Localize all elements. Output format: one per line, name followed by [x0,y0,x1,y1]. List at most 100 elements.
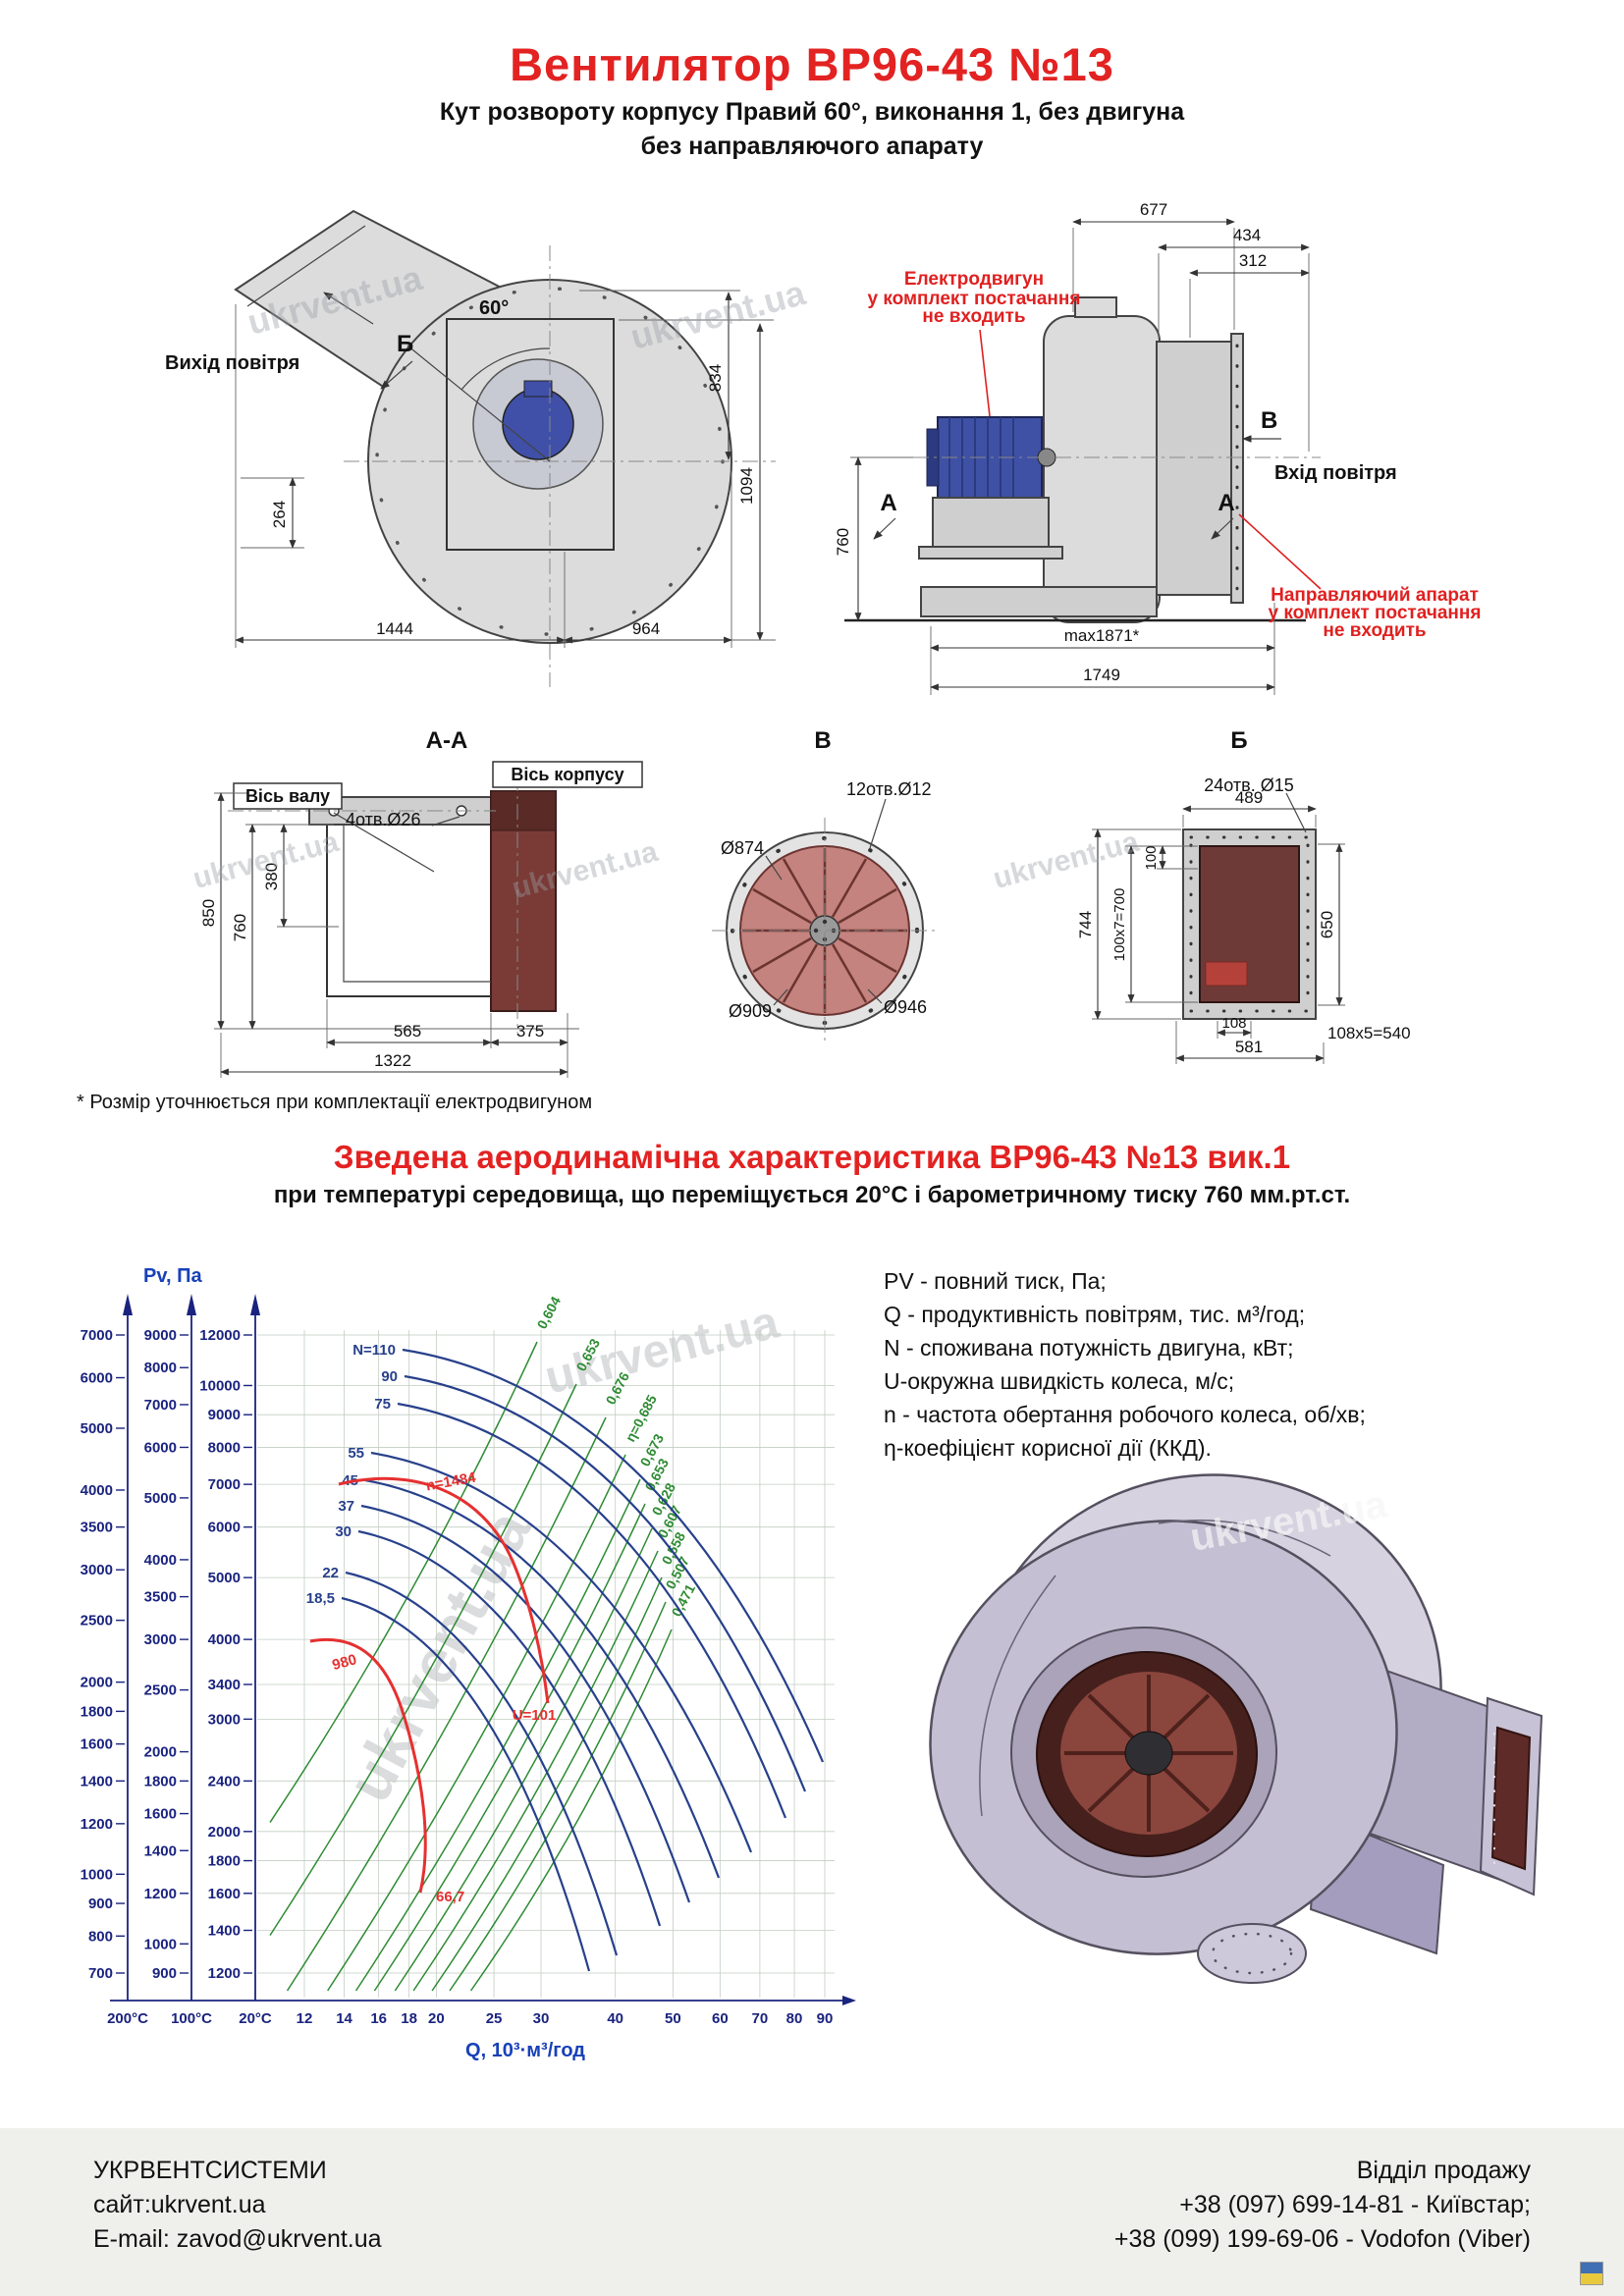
section-b-title: Б [1230,727,1247,754]
svg-text:6000: 6000 [208,1520,241,1536]
section-aa-geometry [228,761,643,1033]
section-aa-view: А-А Вісь корпусу Вісь валу 4отв.Ø26 850 … [199,727,643,1078]
svg-text:30: 30 [533,2010,550,2027]
dim-d909: Ø909 [729,1001,772,1021]
svg-text:12000: 12000 [199,1327,241,1344]
svg-text:1800: 1800 [208,1853,241,1870]
svg-text:90: 90 [817,2010,834,2027]
aero-subheading: при температурі середовища, що переміщує… [273,1182,1351,1208]
svg-text:700: 700 [88,1965,113,1982]
axis-shaft-label: Вісь валу [245,786,330,806]
svg-text:900: 900 [152,1965,177,1982]
chart-legend: PV - повний тиск, Па; Q - продуктивність… [884,1264,1610,1465]
section-mark-a-right: А [1218,490,1234,516]
front-view-dimension-lines [235,290,776,648]
dim-434: 434 [1233,226,1261,244]
svg-text:7000: 7000 [81,1327,113,1344]
guide-note-line3: не входить [1323,620,1426,641]
side-view: 677 434 312 760 max1871* 1749 Електродви… [834,200,1481,695]
phone-kyivstar: +38 (097) 699-14-81 - Київстар; [1179,2191,1531,2218]
legend-line: Q - продуктивність повітрям, тис. м³/год… [884,1302,1306,1327]
dim-677: 677 [1140,200,1167,219]
front-view: Вихід повітря Б 60° 834 264 1094 1444 96… [165,209,776,687]
legend-line: N - споживана потужність двигуна, кВт; [884,1335,1294,1361]
svg-text:1200: 1200 [144,1886,177,1902]
dim-108: 108 [1221,1015,1246,1032]
svg-text:9000: 9000 [208,1407,241,1423]
svg-text:3000: 3000 [81,1562,113,1578]
svg-text:1000: 1000 [81,1866,113,1883]
svg-text:7000: 7000 [144,1397,177,1414]
site-url: сайт:ukrvent.ua [93,2191,266,2218]
svg-text:7000: 7000 [208,1476,241,1493]
section-v-geometry [712,798,938,1043]
svg-text:ukrvent.ua: ukrvent.ua [540,1296,785,1404]
svg-text:Q, 10³·м³/год: Q, 10³·м³/год [465,2040,585,2061]
ua-flag-icon [1581,2263,1602,2284]
svg-text:50: 50 [665,2010,681,2027]
company-name: УКРВЕНТСИСТЕМИ [93,2157,327,2184]
svg-text:5000: 5000 [81,1420,113,1437]
section-b-dimension-lines [1092,805,1345,1064]
legend-line: n - частота обертання робочого колеса, о… [884,1402,1366,1427]
holes-24otv-label: 24отв. Ø15 [1204,775,1293,795]
svg-text:1400: 1400 [144,1842,177,1859]
email: E-mail: zavod@ukrvent.ua [93,2225,382,2253]
svg-text:55: 55 [348,1445,364,1462]
holes-4otv-label: 4отв.Ø26 [346,810,420,829]
svg-text:5000: 5000 [208,1570,241,1586]
legend-line: PV - повний тиск, Па; [884,1268,1107,1294]
svg-text:900: 900 [88,1896,113,1912]
dim-760: 760 [834,528,852,556]
dim-850: 850 [199,899,218,927]
motor-note-line3: не входить [922,306,1025,327]
svg-text:8000: 8000 [144,1360,177,1376]
svg-text:200°C: 200°C [107,2010,148,2027]
svg-text:980: 980 [331,1651,359,1674]
svg-text:2000: 2000 [81,1675,113,1691]
section-b-geometry [1182,792,1317,1020]
phone-vodafone: +38 (099) 199-69-06 - Vodofon (Viber) [1113,2225,1531,2253]
svg-text:2400: 2400 [208,1773,241,1789]
svg-text:66,7: 66,7 [436,1889,464,1905]
svg-text:N=110: N=110 [352,1342,396,1359]
svg-text:2500: 2500 [81,1613,113,1629]
svg-text:60: 60 [712,2010,729,2027]
section-mark-b: Б [397,331,413,357]
svg-text:3500: 3500 [81,1520,113,1536]
dim-581: 581 [1235,1038,1263,1056]
svg-text:5000: 5000 [144,1490,177,1507]
sales-dept-title: Відділ продажу [1356,2157,1531,2184]
dim-d946: Ø946 [884,997,927,1017]
chart-grid [257,1330,835,1998]
svg-text:1400: 1400 [81,1773,113,1789]
dim-1444: 1444 [376,619,413,638]
svg-text:18: 18 [401,2010,417,2027]
svg-text:2500: 2500 [144,1682,177,1699]
svg-text:10000: 10000 [199,1377,241,1394]
dim-375: 375 [516,1022,544,1041]
motor-note-line1: Електродвигун [904,269,1044,290]
dim-1094: 1094 [737,467,756,505]
dim-100: 100 [1143,845,1160,870]
footer: УКРВЕНТСИСТЕМИ сайт:ukrvent.ua E-mail: z… [0,2128,1624,2296]
flange-bolt-dots [1189,835,1310,1013]
side-view-dimension-lines [850,218,1310,695]
svg-text:30: 30 [335,1523,352,1540]
dim-1749: 1749 [1083,666,1120,684]
svg-text:6000: 6000 [81,1370,113,1387]
page-subtitle-2: без направляючого апарату [640,133,984,160]
dim-489: 489 [1235,788,1263,807]
dim-312: 312 [1239,251,1267,270]
svg-text:18,5: 18,5 [306,1590,335,1607]
svg-text:2000: 2000 [144,1744,177,1761]
svg-text:80: 80 [786,2010,803,2027]
svg-text:4000: 4000 [144,1552,177,1569]
svg-text:75: 75 [374,1396,391,1413]
section-v-title: В [814,727,831,754]
holes-12otv-label: 12отв.Ø12 [846,779,931,799]
svg-text:4000: 4000 [81,1482,113,1499]
section-mark-v: В [1261,407,1277,434]
svg-text:3000: 3000 [144,1631,177,1648]
svg-text:40: 40 [607,2010,623,2027]
